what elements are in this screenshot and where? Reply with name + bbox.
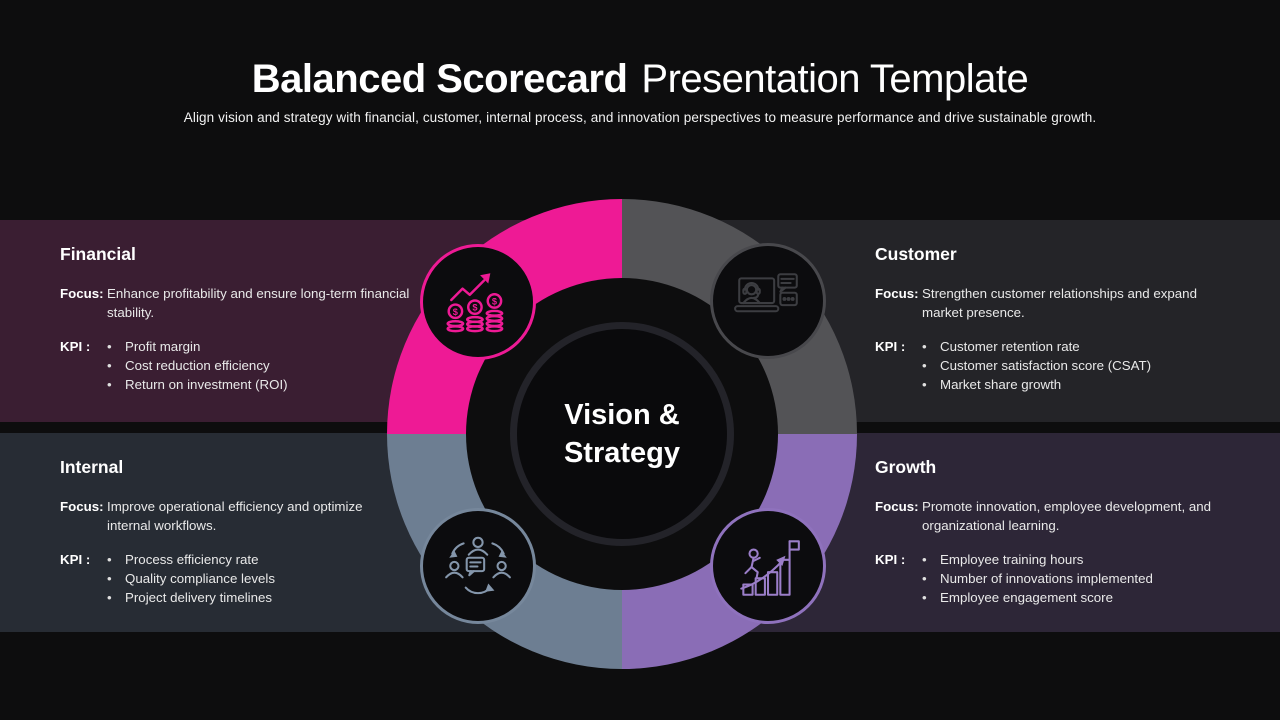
kpi-item: • Project delivery timelines (107, 589, 275, 608)
kpi-item: • Profit margin (107, 338, 288, 357)
kpi-text: Customer satisfaction score (CSAT) (940, 357, 1152, 373)
focus-label: Focus: (875, 286, 919, 301)
page-title: Balanced Scorecard Presentation Template (0, 56, 1280, 102)
kpi-item: • Number of innovations implemented (922, 570, 1153, 589)
icon-circle-internal (420, 508, 536, 624)
svg-text:$: $ (472, 303, 478, 313)
page-subtitle: Align vision and strategy with financial… (183, 110, 1097, 125)
kpi-text: Customer retention rate (940, 338, 1080, 354)
bullet-dot: • (922, 357, 927, 373)
icon-circle-customer (710, 243, 826, 359)
kpi-list: • Customer retention rate • Customer satis… (922, 338, 1151, 395)
panel-financial-title: Financial (60, 244, 136, 264)
kpi-item: • Employee engagement score (922, 589, 1153, 608)
bullet-dot: • (922, 376, 927, 392)
kpi-item: • Customer retention rate (922, 338, 1151, 357)
vision-line-2: Strategy (563, 437, 681, 469)
bullet-dot: • (107, 589, 112, 605)
kpi-text: Employee training hours (940, 551, 1084, 567)
focus-label: Focus: (875, 499, 919, 514)
kpi-text: Number of innovations implemented (940, 570, 1153, 586)
focus-row: Focus: Improve operational efficiency an… (60, 498, 622, 536)
focus-text: Enhance profitability and ensure long-te… (107, 286, 410, 320)
bullet-dot: • (922, 551, 927, 567)
panel-internal-title: Internal (60, 457, 124, 477)
customer-support-icon (734, 273, 798, 313)
focus-row: Focus: Promote innovation, employee deve… (875, 498, 1280, 536)
kpi-item: • Cost reduction efficiency (107, 357, 288, 376)
bullet-dot: • (107, 376, 112, 392)
focus-row: Focus: Strengthen customer relationships… (875, 285, 1280, 323)
icon-circle-financial: $ $ $ (420, 244, 536, 360)
focus-label: Focus: (60, 499, 104, 514)
focus-text: Strengthen customer relationships and ex… (922, 286, 1197, 320)
kpi-label: KPI : (875, 551, 906, 567)
title-rest: Presentation Template (641, 57, 1029, 101)
kpi-text: Project delivery timelines (125, 589, 273, 605)
bullet-dot: • (107, 551, 112, 567)
vision-line-1: Vision & (564, 399, 680, 431)
svg-text:$: $ (453, 307, 459, 317)
kpi-text: Profit margin (125, 338, 201, 354)
kpi-row: KPI : • Profit margin • Cost reduction eff… (60, 338, 622, 395)
bullet-dot: • (107, 338, 112, 354)
kpi-text: Market share growth (940, 376, 1062, 392)
svg-text:$: $ (492, 297, 498, 307)
bullet-dot: • (922, 338, 927, 354)
kpi-text: Cost reduction efficiency (125, 357, 270, 373)
focus-text: Improve operational efficiency and optim… (107, 499, 363, 533)
icon-circle-growth (710, 508, 826, 624)
bullet-dot: • (922, 570, 927, 586)
panel-customer-title: Customer (875, 244, 957, 264)
team-workflow-icon (445, 536, 511, 595)
kpi-list: • Profit margin • Cost reduction efficienc… (107, 338, 288, 395)
kpi-row: KPI : • Employee training hours • Number o… (875, 551, 1280, 608)
title-bold: Balanced Scorecard (251, 57, 628, 101)
kpi-item: • Quality compliance levels (107, 570, 275, 589)
growth-climb-icon (740, 540, 800, 596)
kpi-item: • Return on investment (ROI) (107, 376, 288, 395)
kpi-item: • Employee training hours (922, 551, 1153, 570)
focus-row: Focus: Enhance profitability and ensure … (60, 285, 622, 323)
kpi-text: Quality compliance levels (125, 570, 276, 586)
vision-strategy-circle: Vision & Strategy (510, 322, 734, 546)
bullet-dot: • (107, 357, 112, 373)
kpi-item: • Process efficiency rate (107, 551, 275, 570)
kpi-label: KPI : (875, 338, 906, 354)
kpi-item: • Market share growth (922, 376, 1151, 395)
focus-text: Promote innovation, employee development… (922, 499, 1212, 533)
bullet-dot: • (107, 570, 112, 586)
bullet-dot: • (922, 589, 927, 605)
kpi-row: KPI : • Customer retention rate • Customer… (875, 338, 1280, 395)
kpi-label: KPI : (60, 551, 91, 567)
kpi-item: • Customer satisfaction score (CSAT) (922, 357, 1151, 376)
kpi-text: Employee engagement score (940, 589, 1113, 605)
focus-label: Focus: (60, 286, 104, 301)
kpi-text: Return on investment (ROI) (125, 376, 288, 392)
kpi-text: Process efficiency rate (125, 551, 259, 567)
kpi-list: • Process efficiency rate • Quality compli… (107, 551, 275, 608)
kpi-list: • Employee training hours • Number of inno… (922, 551, 1153, 608)
kpi-label: KPI : (60, 338, 91, 354)
kpi-row: KPI : • Process efficiency rate • Quality … (60, 551, 622, 608)
panel-growth-title: Growth (875, 457, 937, 477)
coins-growth-icon: $ $ $ (446, 273, 504, 333)
